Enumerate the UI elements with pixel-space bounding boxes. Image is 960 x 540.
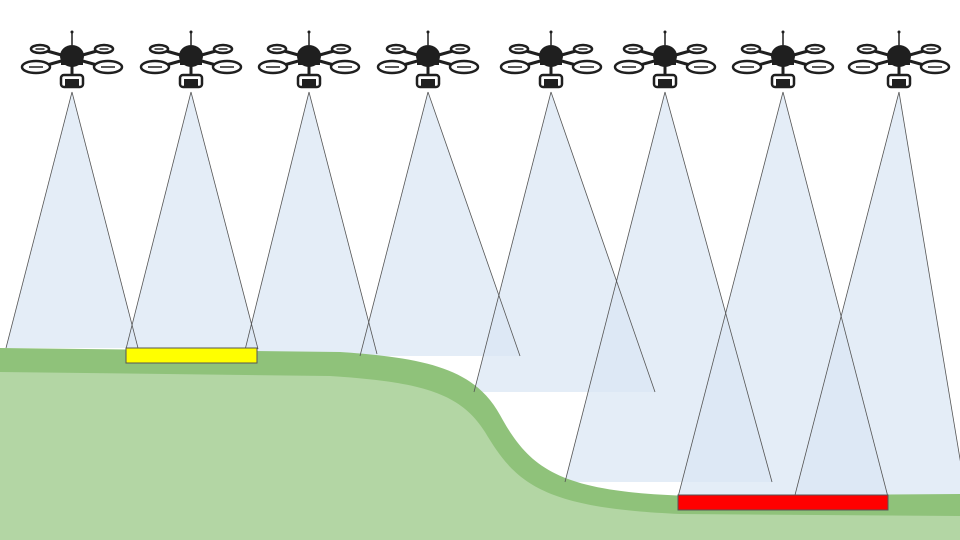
camera-footprint <box>6 92 138 348</box>
footprint-edge-right <box>898 91 960 462</box>
camera-footprint <box>126 92 258 349</box>
footprint-edge-left <box>5 91 73 349</box>
footprint-edge-left <box>473 91 552 393</box>
camera-footprint <box>244 92 377 354</box>
drone-icon <box>847 30 951 89</box>
drones <box>20 30 951 89</box>
footprint-edge-right <box>308 91 378 355</box>
camera-footprint <box>795 92 960 495</box>
footprint-edge-left <box>564 91 666 483</box>
footprint-edge-left <box>359 91 429 357</box>
drone-icon <box>139 30 243 89</box>
footprint-edges <box>5 91 960 498</box>
footprint-edge-left <box>794 91 900 496</box>
drone-icon <box>20 30 124 89</box>
footprint-edge-left <box>125 91 192 350</box>
drone-icon <box>499 30 603 89</box>
low-ground-overlap-highlight <box>677 494 889 511</box>
drone-icon <box>613 30 717 89</box>
drone-icon <box>376 30 480 89</box>
camera-footprints <box>6 92 960 497</box>
footprint-edge-left <box>243 91 310 355</box>
terrain <box>0 348 960 540</box>
drone-icon <box>731 30 835 89</box>
footprint-edge-left <box>677 91 784 498</box>
footprint-edge-right <box>427 91 521 357</box>
high-ground-overlap-highlight <box>125 347 258 364</box>
terrain-fill <box>0 372 960 540</box>
drone-icon <box>257 30 361 89</box>
footprint-edge-right <box>664 91 773 483</box>
footprint-edge-right <box>550 91 656 393</box>
footprint-edge-right <box>782 91 889 498</box>
camera-footprint <box>360 92 520 356</box>
footprint-edge-right <box>190 91 259 350</box>
footprint-edge-right <box>71 91 139 349</box>
